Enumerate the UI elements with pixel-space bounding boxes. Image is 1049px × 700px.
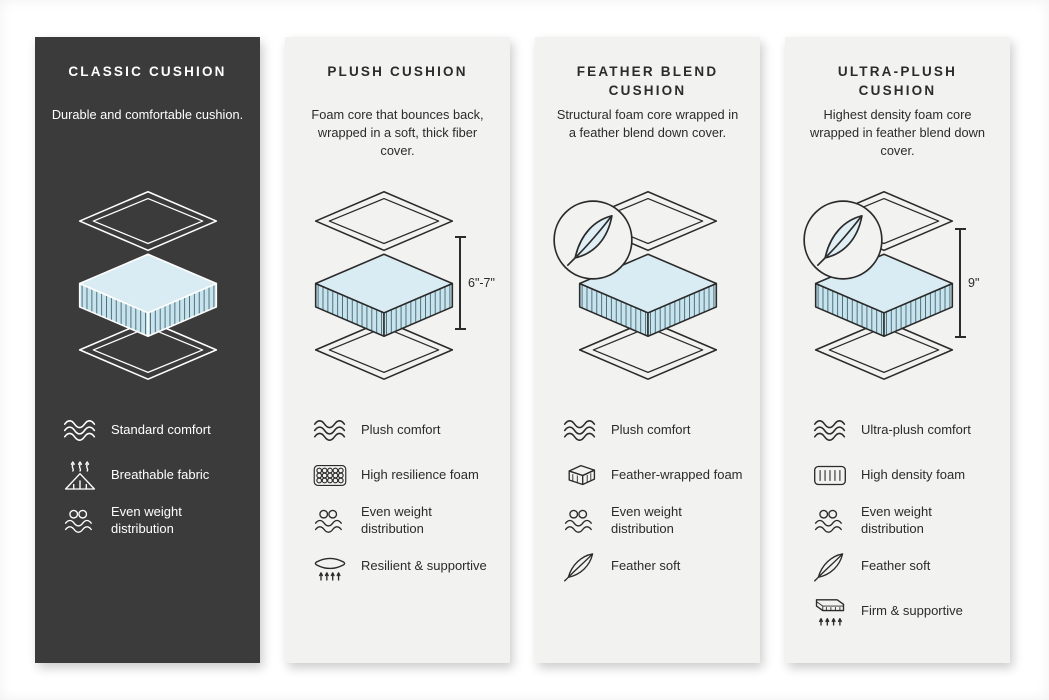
feature-label: Standard comfort [111, 421, 211, 437]
feather-icon [811, 551, 849, 583]
feature-row: Even weight distribution [811, 504, 994, 538]
dimension-line [954, 228, 966, 338]
weight-distribution-icon [61, 505, 99, 537]
feature-row: Even weight distribution [561, 504, 744, 538]
feature-label: Ultra-plush comfort [861, 421, 971, 437]
card-ultra-plush-cushion: ULTRA-PLUSH CUSHION Highest density foam… [785, 37, 1010, 663]
feature-row: Even weight distribution [311, 504, 494, 538]
feature-row: Even weight distribution [61, 504, 244, 538]
feature-label: High resilience foam [361, 466, 479, 482]
weight-distribution-icon [311, 505, 349, 537]
card-plush-cushion: PLUSH CUSHION Foam core that bounces bac… [285, 37, 510, 663]
card-title: ULTRA-PLUSH CUSHION [837, 64, 958, 98]
feature-label: Even weight distribution [861, 504, 932, 536]
feature-row: Firm & supportive [811, 596, 994, 628]
feature-list: Plush comfort High resilience foam Even … [301, 414, 494, 583]
feature-row: Feather soft [561, 551, 744, 583]
height-dimension: 9" [954, 228, 1000, 338]
weight-distribution-icon [561, 505, 599, 537]
feature-row: High resilience foam [311, 459, 494, 491]
breathable-fabric-icon [61, 459, 99, 491]
cushion-layers-icon [296, 182, 472, 387]
feature-row: Ultra-plush comfort [811, 414, 994, 446]
waves-icon [311, 414, 349, 446]
feature-row: Resilient & supportive [311, 551, 494, 583]
card-feather-blend-cushion: FEATHER BLEND CUSHION Structural foam co… [535, 37, 760, 663]
cushion-diagram [551, 174, 744, 398]
dimension-line [454, 236, 466, 330]
cushion-diagram: 6"-7" [301, 174, 495, 398]
waves-icon [561, 414, 599, 446]
feature-label: Even weight distribution [111, 504, 182, 536]
density-foam-icon [811, 459, 849, 491]
feather-badge-icon [551, 198, 635, 282]
foam-bubbles-icon [311, 459, 349, 491]
feature-label: Plush comfort [361, 421, 441, 437]
card-title: PLUSH CUSHION [327, 64, 468, 79]
card-title: FEATHER BLEND CUSHION [576, 64, 719, 98]
feature-label: Even weight distribution [361, 504, 432, 536]
card-classic-cushion: CLASSIC CUSHION Durable and comfortable … [35, 37, 260, 663]
feature-list: Plush comfort Feather-wrapped foam Even … [551, 414, 744, 583]
cushion-diagram [51, 174, 244, 398]
feature-row: Feather-wrapped foam [561, 459, 744, 491]
feature-label: Firm & supportive [861, 603, 963, 619]
resilient-support-icon [311, 551, 349, 583]
feature-label: Feather-wrapped foam [611, 466, 743, 482]
feature-row: Feather soft [811, 551, 994, 583]
card-description: Structural foam core wrapped in a feathe… [556, 107, 739, 140]
card-description: Durable and comfortable cushion. [51, 107, 244, 122]
feature-label: High density foam [861, 466, 966, 482]
card-description: Highest density foam core wrapped in fea… [809, 107, 985, 158]
feature-row: Standard comfort [61, 414, 244, 446]
firm-support-icon [811, 596, 849, 628]
height-label: 9" [968, 276, 980, 290]
feather-badge-icon [801, 198, 885, 282]
height-label: 6"-7" [468, 276, 495, 290]
feature-row: Plush comfort [561, 414, 744, 446]
feature-row: Plush comfort [311, 414, 494, 446]
card-description: Foam core that bounces back, wrapped in … [311, 107, 484, 158]
feature-row: High density foam [811, 459, 994, 491]
waves-icon [61, 414, 99, 446]
card-title: CLASSIC CUSHION [68, 64, 227, 79]
cushion-layers-icon [60, 182, 236, 387]
waves-icon [811, 414, 849, 446]
feature-row: Breathable fabric [61, 459, 244, 491]
feature-label: Even weight distribution [611, 504, 682, 536]
feature-list: Standard comfort Breathable fabric Even … [51, 414, 244, 538]
feature-label: Plush comfort [611, 421, 691, 437]
wrapped-foam-icon [561, 459, 599, 491]
cushion-diagram: 9" [801, 174, 994, 398]
feather-icon [561, 551, 599, 583]
weight-distribution-icon [811, 505, 849, 537]
feature-label: Feather soft [861, 558, 931, 574]
feature-list: Ultra-plush comfort High density foam Ev… [801, 414, 994, 628]
feature-label: Feather soft [611, 558, 681, 574]
height-dimension: 6"-7" [454, 236, 500, 330]
feature-label: Breathable fabric [111, 466, 210, 482]
feature-label: Resilient & supportive [361, 558, 487, 574]
